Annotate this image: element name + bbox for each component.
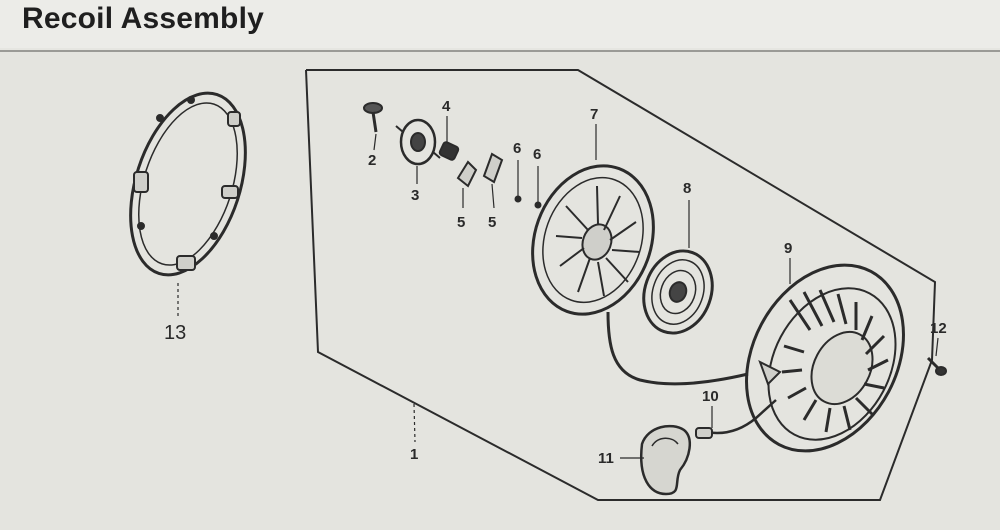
callout-2: 2: [368, 152, 377, 169]
callout-7: 7: [590, 106, 599, 123]
callout-13: 13: [164, 322, 187, 344]
callout-5b: 5: [488, 214, 497, 231]
part-2-screw: [363, 102, 383, 133]
page-title: Recoil Assembly: [22, 2, 264, 35]
part-5a-ratchet: [456, 160, 478, 188]
header-divider: [0, 50, 1000, 52]
part-8-spiral-spring: [642, 249, 714, 335]
part-13-gasket: [129, 91, 247, 277]
callout-8: 8: [683, 180, 692, 197]
callout-6a: 6: [513, 140, 522, 157]
part-3-friction-plate: [395, 118, 441, 166]
part-4-spring: [438, 141, 460, 161]
leader-2: [373, 133, 377, 151]
callout-9: 9: [784, 240, 793, 257]
callout-11: 11: [598, 450, 614, 467]
callout-3: 3: [411, 187, 420, 204]
assembly-outline: [305, 69, 937, 501]
callout-6b: 6: [533, 146, 542, 163]
leader-1: [413, 403, 416, 443]
part-11-starter-grip: [639, 424, 692, 496]
part-6b-spring: [534, 166, 542, 209]
callout-1: 1: [410, 446, 419, 463]
leader-5b: [491, 183, 495, 209]
part-12-bolt: [926, 356, 947, 376]
callout-12: 12: [930, 320, 947, 337]
part-10-rope-knot: [695, 427, 713, 439]
callout-5a: 5: [457, 214, 466, 231]
part-6a-spring: [514, 160, 522, 203]
leader-12: [935, 337, 939, 357]
page-header: Recoil Assembly: [0, 0, 1000, 48]
starter-rope: [606, 311, 749, 386]
callout-4: 4: [442, 98, 451, 115]
part-9-recoil-case: [745, 263, 905, 453]
callout-10: 10: [702, 388, 719, 405]
part-5b-ratchet: [482, 152, 504, 184]
part-7-pulley: [531, 164, 655, 316]
